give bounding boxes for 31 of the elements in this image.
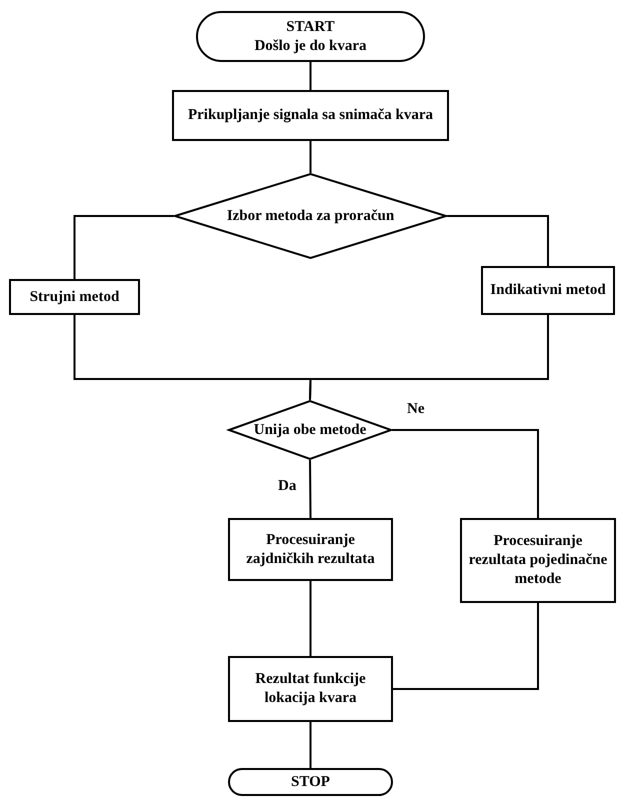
connector-line — [310, 722, 312, 768]
node-text: STOP — [290, 772, 331, 792]
node-text: Indikativni metod — [489, 281, 607, 300]
connector-line — [310, 62, 312, 90]
node-text: Rezultat funkcije lokacija kvara — [254, 670, 367, 708]
node-text: Strujni metod — [28, 288, 120, 306]
process-box — [228, 518, 393, 581]
node-text: Procesuiranje rezultata pojedinačne metode — [468, 532, 608, 589]
process-box — [9, 279, 140, 315]
node-text: Procesuiranje zajdničkih rezultata — [245, 530, 376, 568]
connector-line — [310, 141, 312, 173]
node-text: Prikupljanje signala sa snimača kvara — [186, 106, 434, 125]
decision-diamond — [228, 400, 392, 460]
connector-line — [310, 581, 312, 656]
connector-line — [392, 429, 539, 518]
node-text: START — [285, 18, 336, 36]
connector-line — [309, 315, 549, 400]
stop-terminal — [228, 768, 393, 796]
connector-line — [74, 215, 174, 279]
node-text: Došlo je do kvara — [253, 36, 368, 56]
connector-line — [309, 460, 312, 518]
decision-diamond — [174, 173, 447, 259]
connector-line — [393, 603, 539, 690]
process-box — [481, 266, 615, 315]
process-box — [228, 656, 393, 722]
connector-line — [447, 215, 549, 266]
process-box — [172, 90, 449, 141]
start-terminal — [196, 11, 425, 62]
node-text: Izbor metoda za proračun — [226, 206, 396, 226]
process-box — [460, 518, 616, 603]
node-text: Unija obe metode — [252, 420, 368, 440]
